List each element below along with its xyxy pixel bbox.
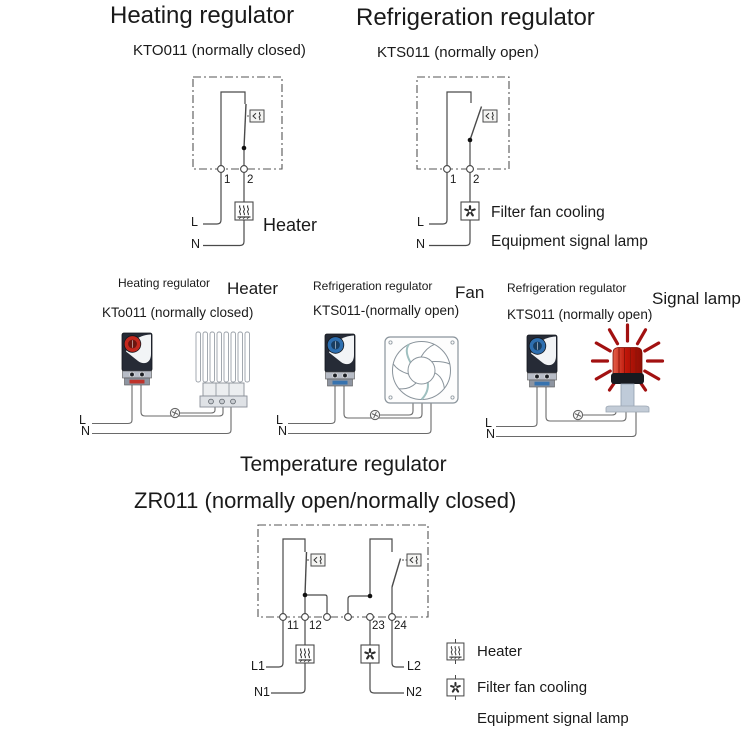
heater-icon (234, 201, 254, 221)
thermostat-contact-icon (249, 109, 265, 123)
group1-device-label: Heater (227, 279, 279, 298)
line-label-l: L (191, 215, 198, 229)
terminal-circle (466, 165, 474, 173)
temperature-circuit-diagram (257, 524, 429, 694)
thermostat-contact-icon (482, 109, 498, 123)
fan-device-image (384, 336, 459, 404)
group2-device-label: Fan (455, 283, 485, 302)
group1-model-label: KTo011 (normally closed) (102, 305, 254, 320)
thermostat-contact-icon (406, 553, 422, 567)
legend-fan-icon (445, 677, 465, 697)
legend-icons (445, 639, 465, 700)
group3-model-label: KTS011 (normally open) (507, 307, 653, 322)
heater-load-label: Heater (263, 215, 318, 235)
terminal-label-11: 11 (287, 620, 299, 632)
signal-lamp-image (590, 323, 665, 413)
legend-heater-icon (446, 642, 465, 661)
dashed-enclosure (416, 76, 510, 170)
refrigeration-model-label: KTS011 (normally open） (377, 44, 549, 61)
group2-line-l: L (276, 413, 283, 427)
legend-fan-label: Filter fan cooling (477, 679, 588, 696)
line-label-n: N (416, 237, 426, 251)
group3-line-l: L (485, 416, 492, 430)
fan-icon (359, 643, 381, 665)
wires (266, 538, 407, 694)
thermostat-contact-icon (310, 553, 326, 567)
terminal-label-12: 12 (309, 620, 322, 632)
heating-model-label: KTO011 (normally closed) (133, 42, 306, 59)
terminal-label-1: 1 (224, 174, 231, 186)
line-label-n1: N1 (254, 685, 270, 699)
terminal-circle (279, 613, 287, 621)
heater-device-image (195, 331, 250, 408)
wires (92, 385, 232, 435)
terminal-circle (217, 165, 225, 173)
terminal-circle (443, 165, 451, 173)
refrigeration-section-title: Refrigeration regulator (356, 4, 595, 31)
group1-regulator-label: Heating regulator (118, 276, 211, 290)
thermostat-device-image (526, 334, 558, 388)
terminal-label-2: 2 (473, 174, 480, 186)
fan-load-label: Filter fan cooling (491, 204, 605, 221)
group2-regulator-label: Refrigeration regulator (313, 279, 433, 293)
terminal-circle (366, 613, 374, 621)
line-label-n: N (191, 237, 201, 251)
dashed-enclosure (192, 76, 283, 170)
line-label-l1: L1 (251, 659, 265, 673)
wires (203, 91, 250, 247)
terminal-circle (323, 613, 331, 621)
terminal-circle (240, 165, 248, 173)
terminal-label-23: 23 (372, 620, 385, 632)
thermostat-device-image (121, 332, 153, 386)
wires (429, 91, 483, 247)
terminal-circle (388, 613, 396, 621)
refrigeration-fan-illustration (288, 333, 459, 435)
ground-screw-icon (369, 409, 381, 421)
group2-line-n: N (278, 424, 288, 438)
junction-dot (367, 593, 373, 599)
terminal-label-2: 2 (247, 174, 254, 186)
heater-icon (295, 644, 315, 664)
temperature-model-label: ZR011 (normally open/normally closed) (134, 488, 517, 513)
terminal-label-24: 24 (394, 620, 407, 632)
terminal-circle (301, 613, 309, 621)
junction-dot (302, 592, 308, 598)
heating-section-title: Heating regulator (110, 2, 295, 29)
junction-dot (467, 137, 473, 143)
group1-line-n: N (81, 424, 91, 438)
ground-screw-icon (169, 407, 181, 419)
group1-line-l: L (79, 413, 86, 427)
legend-heater-label: Heater (477, 643, 523, 660)
line-label-n2: N2 (406, 685, 422, 699)
heating-regulator-illustration (92, 331, 250, 435)
temperature-section-title: Temperature regulator (240, 453, 447, 476)
group3-line-n: N (486, 427, 496, 441)
group2-model-label: KTS011-(normally open) (313, 303, 460, 318)
refrigeration-lamp-illustration (496, 323, 665, 438)
line-label-l2: L2 (407, 659, 421, 673)
terminal-circle (344, 613, 352, 621)
lamp-rays (590, 323, 665, 392)
group3-device-label: Signal lamp (652, 289, 741, 308)
heating-circuit-diagram (192, 76, 283, 247)
legend-lamp-label: Equipment signal lamp (477, 710, 629, 727)
fan-icon (459, 200, 481, 222)
dashed-enclosure (257, 524, 429, 618)
wires (288, 386, 432, 435)
refrigeration-circuit-diagram (416, 76, 510, 247)
thermostat-device-image (324, 333, 356, 387)
junction-dot (241, 145, 247, 151)
line-label-l: L (417, 215, 424, 229)
lamp-load-label: Equipment signal lamp (491, 233, 648, 250)
ground-screw-icon (572, 409, 584, 421)
group3-regulator-label: Refrigeration regulator (507, 281, 627, 295)
terminal-label-1: 1 (450, 174, 457, 186)
